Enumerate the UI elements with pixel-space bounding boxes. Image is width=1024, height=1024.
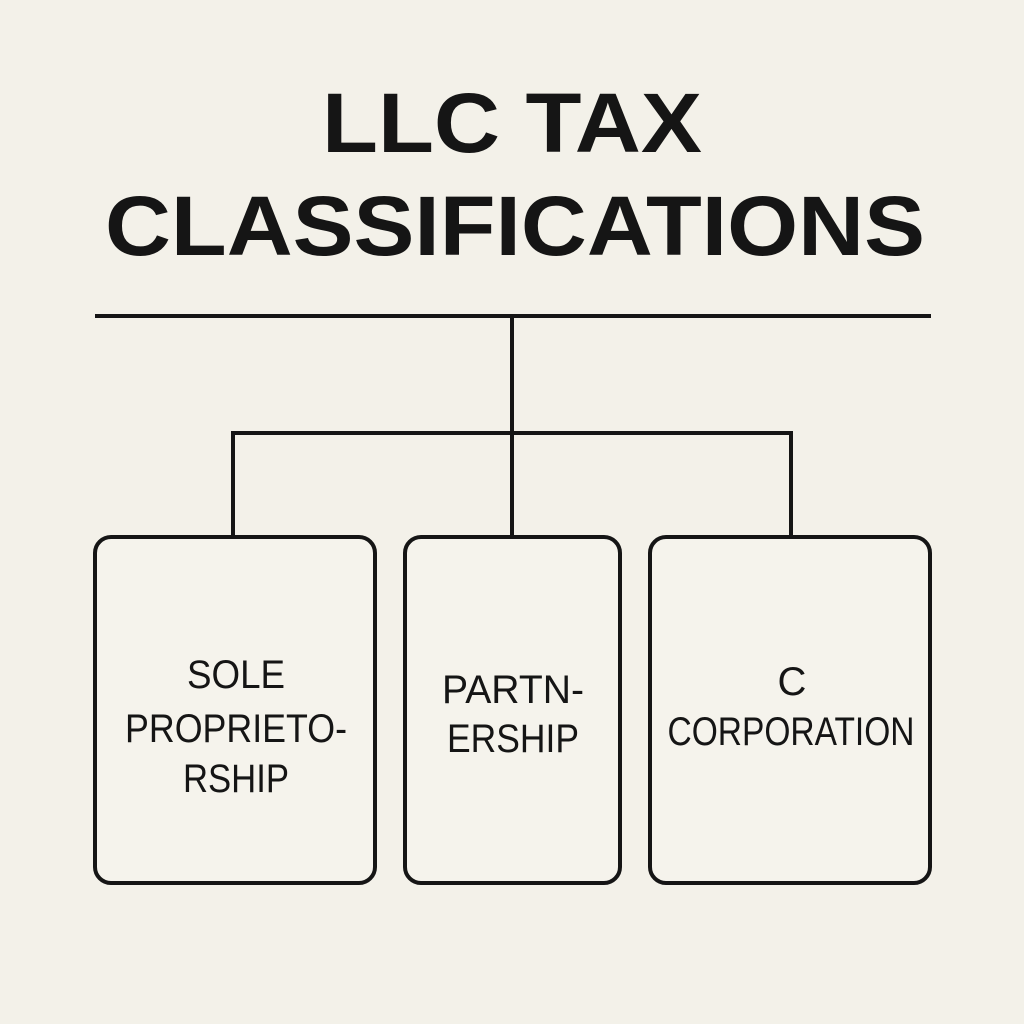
box-label-line: RSHIP (183, 757, 289, 801)
box-label-line: PROPRIETO- (125, 707, 347, 751)
box-frame (93, 535, 377, 885)
box-partnership: PARTN- ERSHIP (403, 535, 622, 885)
box-frame (648, 535, 932, 885)
box-label-line: PARTN- (442, 668, 584, 712)
title-line-1: LLC TAX (322, 76, 702, 170)
box-label-line: C (778, 660, 807, 704)
box-c-corporation: C CORPORATION (648, 535, 932, 885)
box-label-line: CORPORATION (668, 710, 915, 754)
box-frame (403, 535, 622, 885)
title-line-2: CLASSIFICATIONS (105, 179, 925, 273)
box-label-line: SOLE (187, 653, 285, 697)
box-label-line: ERSHIP (447, 717, 579, 761)
box-sole-proprietorship: SOLE PROPRIETO- RSHIP (93, 535, 377, 885)
